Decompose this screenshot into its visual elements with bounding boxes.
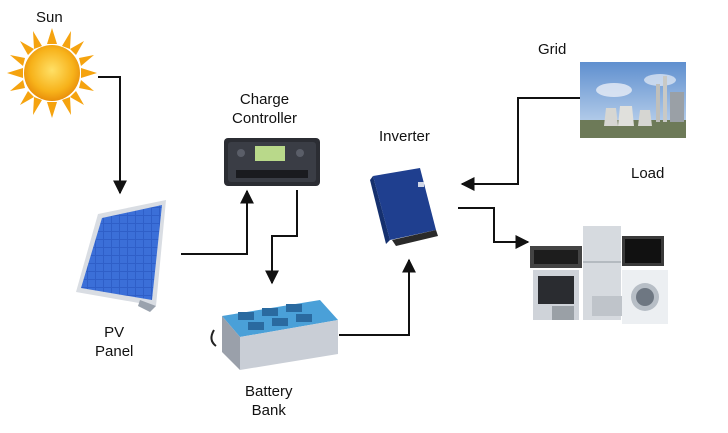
battery-bank-icon [210,300,338,370]
label-sun: Sun [36,9,63,26]
pv-panel-icon [76,200,166,312]
label-pv-panel: PV Panel [95,323,133,361]
label-battery-bank: Battery Bank [245,382,293,420]
arrow-panel-to-controller [181,189,254,255]
label-battery-bank-line2: Bank [251,402,286,419]
power-plant-icon [580,62,686,138]
label-battery-bank-line1: Battery [245,383,293,400]
label-charge-controller: Charge Controller [232,90,297,128]
label-pv-panel-line1: PV [104,324,125,341]
charge-controller-icon [224,138,320,186]
label-pv-panel-line2: Panel [95,343,134,360]
label-inverter: Inverter [379,128,430,145]
label-charge-controller-line1: Charge [239,91,290,108]
arrow-inverter-to-load [458,207,530,249]
connectors [98,76,580,336]
arrow-sun-to-panel [98,76,127,195]
appliances-icon [530,226,668,324]
sun-icon [7,28,97,118]
label-load: Load [631,165,665,182]
arrow-battery-to-inverter [339,258,416,336]
label-charge-controller-line2: Controller [232,110,298,127]
inverter-icon [370,168,438,246]
arrow-controller-to-battery [265,190,298,285]
arrow-grid-to-inverter [460,97,580,191]
label-grid: Grid [538,41,567,58]
